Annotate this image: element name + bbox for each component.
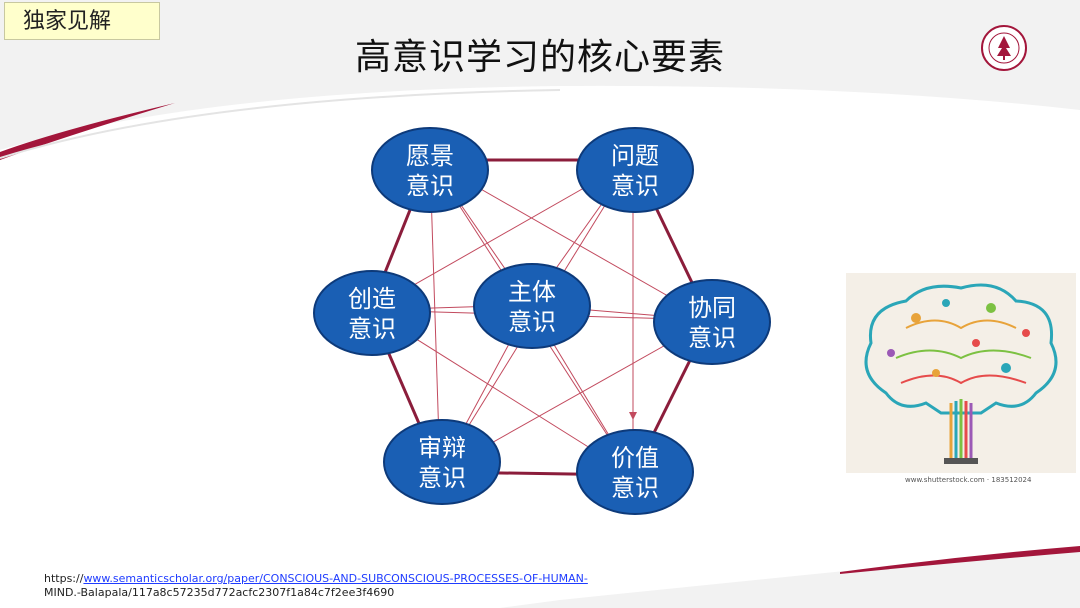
node-create: 创造 意识 xyxy=(314,271,430,355)
node-collab-line2: 意识 xyxy=(688,324,736,352)
source-prefix: https:// xyxy=(44,572,83,585)
slide-title: 高意识学习的核心要素 xyxy=(250,28,830,80)
node-create-line2: 意识 xyxy=(348,315,396,343)
node-vision: 愿景 意识 xyxy=(372,128,488,212)
node-problem-line1: 问题 xyxy=(611,142,659,170)
node-collab-line1: 协同 xyxy=(688,294,736,322)
node-vision-line1: 愿景 xyxy=(406,142,454,170)
node-critical-line2: 意识 xyxy=(418,464,466,492)
node-value: 价值 意识 xyxy=(577,430,693,514)
node-value-line1: 价值 xyxy=(611,444,659,472)
node-create-line1: 创造 xyxy=(348,285,396,313)
arrow-head-icon xyxy=(629,412,637,420)
university-seal-logo xyxy=(980,24,1028,72)
exclusive-insight-tag: 独家见解 xyxy=(4,2,160,40)
node-vision-line2: 意识 xyxy=(406,172,454,200)
node-collab: 协同 意识 xyxy=(654,280,770,364)
image-caption: www.shutterstock.com · 183512024 xyxy=(905,476,1031,484)
node-critical: 审辩 意识 xyxy=(384,420,500,504)
node-problem: 问题 意识 xyxy=(577,128,693,212)
node-value-line2: 意识 xyxy=(611,474,659,502)
source-line2: MIND.-Balapala/117a8c57235d772acfc2307f1… xyxy=(44,586,394,599)
source-footer: https://www.semanticscholar.org/paper/CO… xyxy=(44,572,588,600)
node-subject-line1: 主体 xyxy=(508,278,556,306)
node-problem-line2: 意识 xyxy=(611,172,659,200)
node-subject-line2: 意识 xyxy=(508,308,556,336)
source-link[interactable]: www.semanticscholar.org/paper/CONSCIOUS-… xyxy=(83,572,587,585)
brain-tree-illustration xyxy=(846,273,1076,473)
core-elements-diagram: 愿景 意识 问题 意识 创造 意识 主体 意识 协同 意识 审辩 意识 价值 意… xyxy=(300,120,780,520)
node-critical-line1: 审辩 xyxy=(418,434,466,462)
node-subject: 主体 意识 xyxy=(474,264,590,348)
